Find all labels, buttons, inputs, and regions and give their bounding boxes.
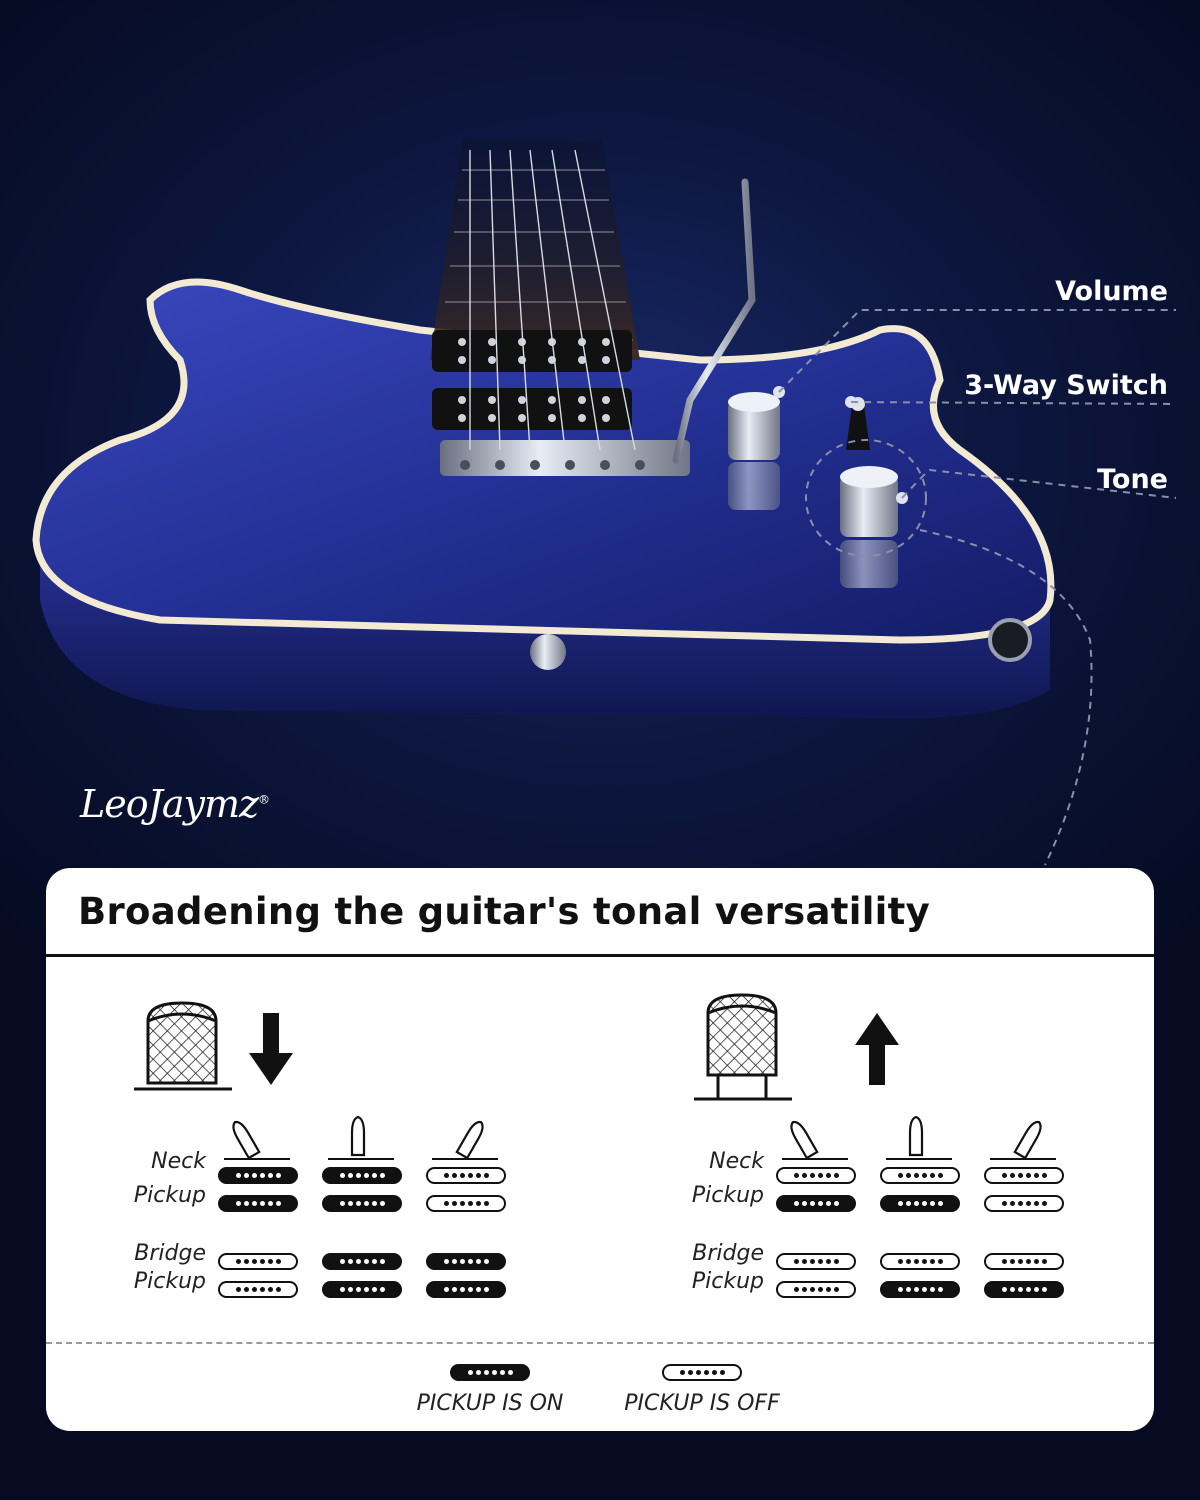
pickup-off-icon [662,1364,742,1381]
pickup-coil-on-icon [218,1195,298,1212]
selector-right-icon [980,1115,1060,1169]
tonal-versatility-card: Broadening the guitar's tonal versatilit… [46,868,1154,1431]
legend-on: PICKUP IS ON [380,1364,600,1416]
pickup-coil-off-icon [984,1253,1064,1270]
knob-pushed-down-icon [132,995,242,1101]
knob-pulled-up-icon [692,987,802,1111]
neck-label: Neck [151,1149,206,1174]
pickup-on-icon [450,1364,530,1381]
pickup-coil-off-icon [776,1167,856,1184]
pickup-coil-on-icon [984,1281,1064,1298]
bridge-label: Bridge [692,1241,764,1266]
pickup-coil-on-icon [880,1281,960,1298]
pickup-coil-off-icon [218,1253,298,1270]
brand-logo: LeoJaymz® [80,782,270,826]
pickup-coil-on-icon [426,1253,506,1270]
pickup-coil-off-icon [880,1253,960,1270]
legend-off-label: PICKUP IS OFF [624,1391,780,1416]
legend-off: PICKUP IS OFF [592,1364,812,1416]
legend-on-label: PICKUP IS ON [416,1391,564,1416]
pickup-coil-off-icon [984,1167,1064,1184]
legend-divider [46,1342,1154,1344]
guitar-illustration [32,140,1177,866]
pickup-coil-on-icon [322,1195,402,1212]
bridge-label: Bridge [134,1241,206,1266]
pickup-coil-on-icon [218,1167,298,1184]
neck-pickup-label: Pickup [133,1183,206,1208]
selector-right-icon [422,1115,502,1169]
pickup-coil-on-icon [880,1195,960,1212]
selector-left-icon [214,1115,294,1169]
bridge-pickup-label: Pickup [691,1269,764,1294]
brand-logo-text: LeoJaymz [80,782,259,826]
pickup-coil-off-icon [426,1195,506,1212]
selector-left-icon [772,1115,852,1169]
pickup-coil-on-icon [426,1281,506,1298]
selector-middle-icon [876,1115,956,1169]
pickup-coil-on-icon [322,1167,402,1184]
pickup-coil-on-icon [322,1253,402,1270]
brand-registered-mark: ® [258,792,270,807]
callout-volume: Volume [1055,276,1168,307]
callout-switch: 3-Way Switch [964,370,1168,401]
bridge-pickup-label: Pickup [133,1269,206,1294]
neck-pickup-label: Pickup [691,1183,764,1208]
pickup-coil-off-icon [426,1167,506,1184]
pickup-coil-off-icon [776,1253,856,1270]
down-arrow-icon [246,1009,296,1093]
pickup-coil-on-icon [776,1195,856,1212]
up-arrow-icon [852,1009,902,1093]
selector-middle-icon [318,1115,398,1169]
pickup-coil-off-icon [880,1167,960,1184]
callout-tone: Tone [1097,464,1168,495]
pickup-coil-on-icon [322,1281,402,1298]
title-divider [46,954,1154,957]
pickup-coil-off-icon [984,1195,1064,1212]
neck-label: Neck [709,1149,764,1174]
pickup-coil-off-icon [776,1281,856,1298]
card-title: Broadening the guitar's tonal versatilit… [78,890,931,933]
pickup-coil-off-icon [218,1281,298,1298]
guitar-hero: Volume 3-Way Switch Tone LeoJaymz® [32,140,1177,866]
